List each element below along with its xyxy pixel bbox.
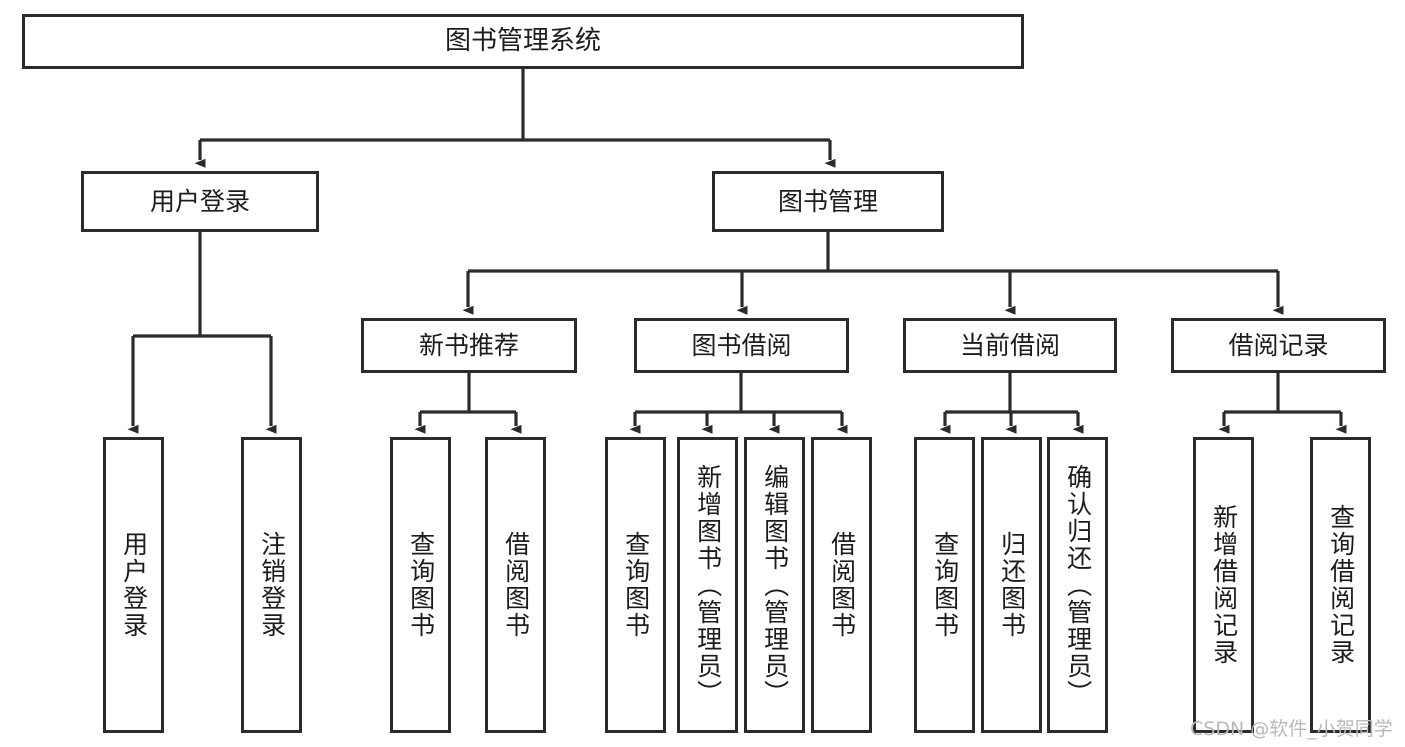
node-book-borrow[interactable]: 图书借阅: [634, 318, 849, 373]
csdn-watermark: CSDN @软件_小贺同学: [1190, 718, 1393, 740]
leaf-borrow-book-label: 借阅图书: [827, 531, 857, 639]
leaf-user-login[interactable]: 用户登录: [103, 437, 164, 733]
leaf-add-book-label: 新增图书（管理员）: [693, 463, 723, 707]
leaf-query-book-rec-label: 查询图书: [406, 531, 436, 639]
node-book-manage-label: 图书管理: [777, 186, 878, 216]
leaf-borrow-book[interactable]: 借阅图书: [811, 437, 872, 733]
leaf-borrow-book-rec-label: 借阅图书: [501, 531, 531, 639]
leaf-logout-label: 注销登录: [257, 531, 287, 639]
leaf-query-record-label: 查询借阅记录: [1326, 504, 1356, 666]
node-book-manage[interactable]: 图书管理: [712, 171, 944, 232]
leaf-edit-book-label: 编辑图书（管理员）: [760, 463, 790, 707]
node-current-borrow-label: 当前借阅: [959, 330, 1060, 360]
leaf-confirm-return-label: 确认归还（管理员）: [1063, 463, 1093, 707]
leaf-logout[interactable]: 注销登录: [241, 437, 302, 733]
node-user-login[interactable]: 用户登录: [81, 171, 319, 232]
leaf-add-record[interactable]: 新增借阅记录: [1193, 437, 1254, 733]
node-borrow-record-label: 借阅记录: [1228, 330, 1329, 360]
leaf-return-book-label: 归还图书: [997, 531, 1027, 639]
leaf-return-book[interactable]: 归还图书: [981, 437, 1042, 733]
node-user-login-label: 用户登录: [149, 186, 250, 216]
leaf-user-login-label: 用户登录: [119, 531, 149, 639]
node-new-book-recommend[interactable]: 新书推荐: [361, 318, 577, 373]
node-root[interactable]: 图书管理系统: [22, 14, 1024, 69]
node-new-book-recommend-label: 新书推荐: [418, 330, 519, 360]
leaf-add-record-label: 新增借阅记录: [1209, 504, 1239, 666]
leaf-query-book-cur[interactable]: 查询图书: [914, 437, 975, 733]
node-book-borrow-label: 图书借阅: [691, 330, 792, 360]
leaf-borrow-book-rec[interactable]: 借阅图书: [485, 437, 546, 733]
leaf-query-book-borrow[interactable]: 查询图书: [605, 437, 666, 733]
leaf-add-book[interactable]: 新增图书（管理员）: [677, 437, 738, 733]
leaf-confirm-return[interactable]: 确认归还（管理员）: [1047, 437, 1108, 733]
node-root-label: 图书管理系统: [444, 26, 601, 57]
node-current-borrow[interactable]: 当前借阅: [903, 318, 1117, 373]
leaf-query-record[interactable]: 查询借阅记录: [1310, 437, 1371, 733]
leaf-query-book-rec[interactable]: 查询图书: [390, 437, 451, 733]
leaf-query-book-borrow-label: 查询图书: [621, 531, 651, 639]
leaf-edit-book[interactable]: 编辑图书（管理员）: [744, 437, 805, 733]
node-borrow-record[interactable]: 借阅记录: [1171, 318, 1386, 373]
leaf-query-book-cur-label: 查询图书: [930, 531, 960, 639]
